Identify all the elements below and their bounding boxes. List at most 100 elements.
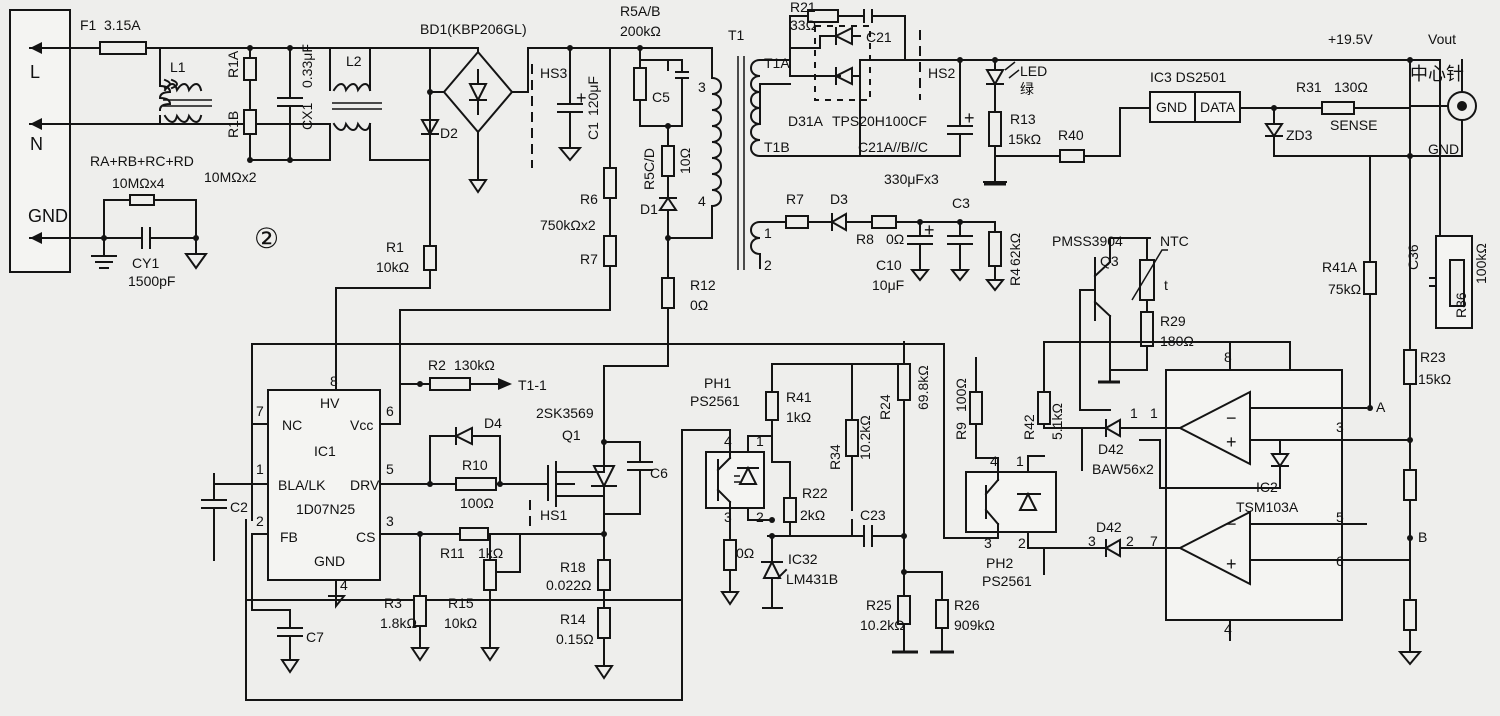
label-d3: D3 — [830, 191, 848, 207]
label-r41a-value: 75kΩ — [1328, 281, 1361, 297]
label-c10: C10 — [876, 257, 902, 273]
label-ic1: IC1 — [314, 443, 336, 459]
label-d31a: D31A — [788, 113, 824, 129]
label-live: L — [30, 62, 40, 82]
label-t11: T1-1 — [518, 377, 547, 393]
label-ic2-p4: 4 — [1224, 621, 1232, 637]
label-bd1: BD1(KBP206GL) — [420, 21, 527, 37]
label-ic1-p6: 6 — [386, 403, 394, 419]
label-c36: C36 — [1405, 244, 1421, 270]
label-c21abc-value: 330μFx3 — [884, 171, 939, 187]
label-ic2-p6: 6 — [1336, 553, 1344, 569]
resistor-r21 — [807, 9, 839, 23]
label-r3-value: 1.8kΩ — [380, 615, 417, 631]
label-ic1-p3: 3 — [386, 513, 394, 529]
label-r24-value: 69.8kΩ — [915, 365, 931, 410]
label-d4: D4 — [484, 415, 502, 431]
label-t1: T1 — [728, 27, 745, 43]
label-ph2-p1: 1 — [1016, 453, 1024, 469]
label-pmss: PMSS3904 — [1052, 233, 1123, 249]
label-q1: Q1 — [562, 427, 581, 443]
label-q1-part: 2SK3569 — [536, 405, 594, 421]
label-ph1-p1: 1 — [756, 433, 764, 449]
label-r12-value: 0Ω — [690, 297, 708, 313]
label-c5: C5 — [652, 89, 670, 105]
arrow-l — [30, 42, 42, 54]
label-d42b: D42 — [1096, 519, 1122, 535]
label-ic1-nc: NC — [282, 417, 302, 433]
resistor-r1b — [243, 109, 257, 135]
label-t1b: T1B — [764, 139, 790, 155]
label-ph2-p3: 3 — [984, 535, 992, 551]
label-hs2: HS2 — [928, 65, 955, 81]
label-c7: C7 — [306, 629, 324, 645]
label-ic1-drv: DRV — [350, 477, 380, 493]
label-t1a: T1A — [764, 55, 790, 71]
optocoupler-ph2 — [965, 471, 1057, 533]
label-r21-value: 33Ω — [790, 17, 816, 33]
label-r34: R34 — [827, 444, 843, 470]
label-rarb-value: 10MΩx4 — [112, 175, 165, 191]
label-c10-plus: + — [924, 220, 935, 240]
label-c3: C3 — [952, 195, 970, 211]
label-ic2-part: TSM103A — [1236, 499, 1299, 515]
label-r11: R11 — [440, 545, 465, 561]
label-ic2-p3: 3 — [1336, 419, 1344, 435]
arrow-n — [30, 118, 42, 130]
label-r31-value: 130Ω — [1334, 79, 1368, 95]
label-r40: R40 — [1058, 127, 1084, 143]
label-gnd-out: GND — [1428, 141, 1459, 157]
label-ic1-p5: 5 — [386, 461, 394, 477]
label-r41: R41 — [786, 389, 812, 405]
ic1-1d07n25 — [267, 389, 381, 581]
resistor-r5ab — [633, 67, 647, 101]
label-ic1-fb: FB — [280, 529, 298, 545]
label-r21: R21 — [790, 0, 816, 15]
opamp-a — [1177, 390, 1251, 466]
label-node-a: A — [1376, 399, 1386, 415]
label-r2: R2 — [428, 357, 446, 373]
label-ph2: PH2 — [986, 555, 1013, 571]
label-r34-value: 10.2kΩ — [857, 415, 873, 460]
label-r15: R15 — [448, 595, 474, 611]
label-r14: R14 — [560, 611, 586, 627]
label-pin1: 1 — [764, 225, 772, 241]
label-c10-value: 10μF — [872, 277, 904, 293]
label-r23: R23 — [1420, 349, 1446, 365]
label-r1a: R1A — [225, 50, 241, 78]
opamp-b — [1177, 510, 1251, 586]
label-r26: R26 — [954, 597, 980, 613]
label-r31: R31 — [1296, 79, 1322, 95]
label-r67-value: 750kΩx2 — [540, 217, 596, 233]
label-r4-name: R4 — [1007, 268, 1023, 286]
label-opamp-a-plus: + — [1226, 432, 1237, 452]
label-hs1: HS1 — [540, 507, 567, 523]
label-r8: R8 — [856, 231, 874, 247]
label-r1ab-value: 10MΩx2 — [204, 169, 257, 185]
label-r10: R10 — [462, 457, 488, 473]
label-ic2-p1: 1 — [1150, 405, 1158, 421]
label-r25-value: 10.2kΩ — [860, 617, 905, 633]
label-r12: R12 — [690, 277, 716, 293]
label-ic3-data: DATA — [1200, 99, 1236, 115]
label-ic1-cs: CS — [356, 529, 375, 545]
label-ic2: IC2 — [1256, 479, 1278, 495]
label-ic2-p7: 7 — [1150, 533, 1158, 549]
label-r1-value: 10kΩ — [376, 259, 409, 275]
label-hs3: HS3 — [540, 65, 567, 81]
label-r18-value: 0.022Ω — [546, 577, 592, 593]
resistor-r10 — [455, 477, 497, 491]
label-opamp-b-plus: + — [1226, 554, 1237, 574]
label-r4: 62kΩ — [1007, 233, 1023, 266]
label-d2: D2 — [440, 125, 458, 141]
label-ic1-p7: 7 — [256, 403, 264, 419]
label-c1-plus: + — [576, 88, 587, 108]
label-cx1: CX1 — [299, 103, 315, 130]
label-r18: R18 — [560, 559, 586, 575]
label-r22-value: 2kΩ — [800, 507, 825, 523]
resistor-r11 — [459, 527, 489, 541]
label-ph1-part: PS2561 — [690, 393, 740, 409]
label-v195: +19.5V — [1328, 31, 1373, 47]
label-c21: C21 — [866, 29, 892, 45]
